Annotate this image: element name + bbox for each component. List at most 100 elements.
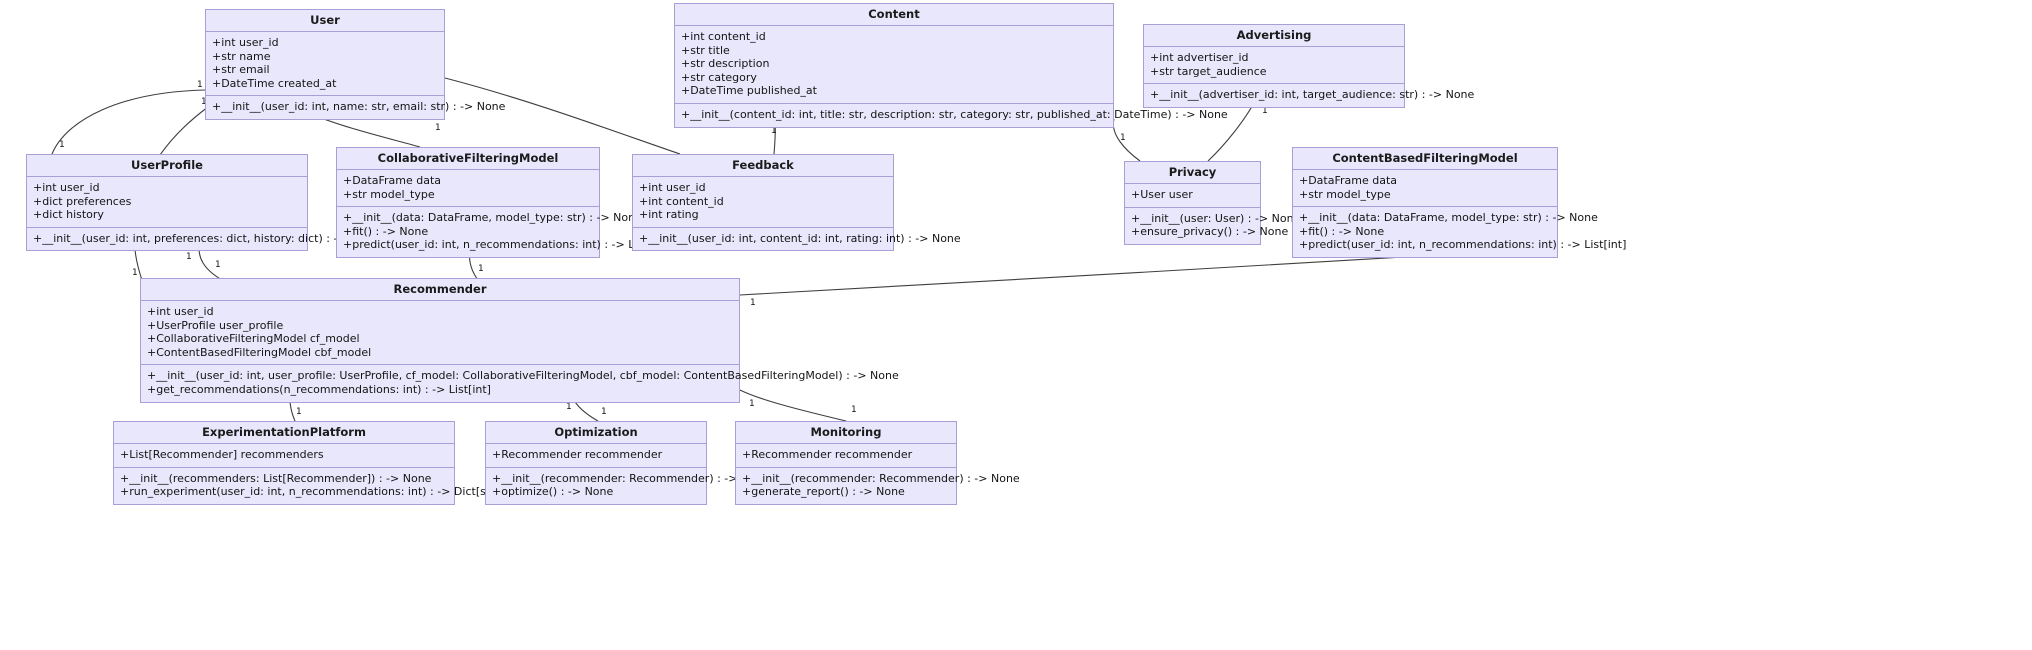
uml-operation-row: +__init__(recommenders: List[Recommender…: [120, 471, 432, 485]
uml-operation-row: +fit() : -> None: [343, 224, 429, 238]
uml-operation-row: +__init__(content_id: int, title: str, d…: [681, 107, 1228, 121]
uml-operation-row: +__init__(user_id: int, user_profile: Us…: [147, 369, 899, 383]
multiplicity-label: 1: [59, 140, 65, 150]
multiplicity-label: 1: [186, 252, 192, 262]
uml-attribute-row: +str email: [212, 63, 270, 77]
uml-operation-row: +ensure_privacy() : -> None: [1131, 225, 1289, 239]
uml-attribute-row: +str description: [681, 57, 770, 71]
uml-class-advertising[interactable]: Advertising+int advertiser_id+str target…: [1143, 24, 1475, 108]
uml-attribute-row: +ContentBasedFilteringModel cbf_model: [147, 345, 372, 359]
uml-class-userprofile[interactable]: UserProfile+int user_id+dict preferences…: [26, 154, 379, 252]
uml-attribute-compartment: +int user_id+str name+str email+DateTime…: [206, 32, 444, 97]
uml-attribute-row: +User user: [1131, 188, 1193, 201]
uml-attribute-row: +int content_id: [681, 30, 766, 43]
uml-class-title: Optimization: [486, 422, 706, 444]
uml-attribute-row: +dict preferences: [33, 194, 132, 208]
multiplicity-label: 1: [851, 405, 857, 415]
uml-attribute-row: +str title: [681, 43, 730, 57]
uml-class-cfmodel[interactable]: CollaborativeFilteringModel +DataFrame da…: [336, 147, 671, 258]
multiplicity-label: 1: [435, 123, 441, 133]
uml-class-title: CollaborativeFilteringModel: [337, 148, 599, 170]
uml-attribute-row: +DateTime created_at: [212, 76, 337, 90]
uml-attribute-row: +int user_id: [33, 181, 100, 194]
uml-operation-row: +predict(user_id: int, n_recommendations…: [1299, 238, 1627, 252]
multiplicity-label: 1: [132, 268, 138, 278]
uml-operation-row: +__init__(advertiser_id: int, target_aud…: [1150, 88, 1475, 102]
uml-attribute-row: +List[Recommender] recommenders: [120, 448, 324, 461]
multiplicity-label: 1: [750, 298, 756, 308]
uml-attribute-row: +str name: [212, 49, 271, 63]
uml-attribute-row: +CollaborativeFilteringModel cf_model: [147, 332, 360, 346]
uml-attribute-row: +int user_id: [147, 305, 214, 318]
uml-attribute-row: +DataFrame data: [343, 174, 442, 187]
uml-operation-row: +__init__(user: User) : -> None: [1131, 211, 1301, 225]
uml-operation-row: +generate_report() : -> None: [742, 485, 905, 499]
uml-attribute-row: +int user_id: [639, 181, 706, 194]
uml-attribute-row: +str model_type: [343, 187, 435, 201]
uml-attribute-row: +str target_audience: [1150, 64, 1267, 78]
uml-operation-compartment: +__init__(recommenders: List[Recommender…: [114, 468, 549, 504]
uml-attribute-compartment: +Recommender recommender: [486, 444, 706, 468]
uml-operation-compartment: +__init__(user_id: int, user_profile: Us…: [141, 365, 899, 401]
uml-attribute-compartment: +int content_id+str title+str descriptio…: [675, 26, 1113, 104]
uml-attribute-compartment: +int advertiser_id+str target_audience: [1144, 47, 1404, 85]
uml-operation-compartment: +__init__(recommender: Recommender) : ->…: [736, 468, 1020, 504]
uml-class-content[interactable]: Content+int content_id+str title+str des…: [674, 3, 1228, 128]
uml-class-optimization[interactable]: Optimization +Recommender recommender +__i…: [485, 421, 770, 505]
association-line: [1112, 118, 1141, 162]
uml-operation-row: +__init__(user_id: int, name: str, email…: [212, 100, 506, 114]
uml-operation-compartment: +__init__(content_id: int, title: str, d…: [675, 104, 1228, 127]
uml-operation-row: +optimize() : -> None: [492, 485, 614, 499]
association-line: [51, 89, 206, 155]
multiplicity-label: 1: [215, 260, 221, 270]
uml-operation-row: +get_recommendations(n_recommendations: …: [147, 382, 491, 396]
uml-attribute-row: +Recommender recommender: [492, 448, 663, 461]
uml-operation-row: +__init__(data: DataFrame, model_type: s…: [1299, 211, 1598, 225]
uml-operation-compartment: +__init__(user_id: int, content_id: int,…: [633, 228, 961, 251]
uml-operation-row: +run_experiment(user_id: int, n_recommen…: [120, 485, 549, 499]
uml-operation-compartment: +__init__(data: DataFrame, model_type: s…: [1293, 207, 1627, 257]
association-line: [444, 77, 681, 155]
multiplicity-label: 1: [566, 402, 572, 412]
uml-class-feedback[interactable]: Feedback+int user_id+int content_id+int …: [632, 154, 961, 252]
multiplicity-label: 1: [1120, 133, 1126, 143]
uml-class-monitoring[interactable]: Monitoring +Recommender recommender +__ini…: [735, 421, 1020, 505]
uml-attribute-compartment: +Recommender recommender: [736, 444, 956, 468]
uml-attribute-row: +str category: [681, 70, 757, 84]
uml-attribute-compartment: +DataFrame data+str model_type: [1293, 170, 1557, 208]
uml-attribute-compartment: +int user_id+dict preferences+dict histo…: [27, 177, 307, 228]
uml-operation-compartment: +__init__(data: DataFrame, model_type: s…: [337, 207, 671, 257]
uml-attribute-row: +int rating: [639, 208, 699, 222]
uml-class-title: ContentBasedFilteringModel: [1293, 148, 1557, 170]
uml-attribute-row: +Recommender recommender: [742, 448, 913, 461]
uml-class-recommender[interactable]: Recommender+int user_id+UserProfile user…: [140, 278, 899, 403]
uml-class-title: Content: [675, 4, 1113, 26]
association-line: [739, 389, 847, 422]
uml-class-privacy[interactable]: Privacy+User user+__init__(user: User) :…: [1124, 161, 1301, 245]
multiplicity-label: 1: [749, 399, 755, 409]
uml-attribute-compartment: +int user_id+UserProfile user_profile+Co…: [141, 301, 739, 366]
uml-operation-compartment: +__init__(user: User) : -> None+ensure_p…: [1125, 208, 1301, 244]
uml-attribute-row: +str model_type: [1299, 187, 1391, 201]
uml-operation-compartment: +__init__(user_id: int, name: str, email…: [206, 96, 506, 119]
uml-operation-compartment: +__init__(user_id: int, preferences: dic…: [27, 228, 379, 251]
uml-class-cbfmodel[interactable]: ContentBasedFilteringModel+DataFrame dat…: [1292, 147, 1627, 258]
uml-operation-row: +__init__(user_id: int, preferences: dic…: [33, 231, 379, 245]
uml-attribute-compartment: +int user_id+int content_id+int rating: [633, 177, 893, 228]
multiplicity-label: 1: [296, 407, 302, 417]
uml-class-experimentation[interactable]: ExperimentationPlatform+List[Recommender…: [113, 421, 549, 505]
uml-operation-row: +__init__(recommender: Recommender) : ->…: [492, 471, 770, 485]
uml-attribute-row: +int advertiser_id: [1150, 51, 1249, 64]
uml-class-title: Monitoring: [736, 422, 956, 444]
uml-class-title: Feedback: [633, 155, 893, 177]
uml-attribute-row: +int content_id: [639, 194, 724, 208]
uml-class-user[interactable]: User+int user_id+str name+str email+Date…: [205, 9, 506, 120]
uml-attribute-row: +UserProfile user_profile: [147, 318, 284, 332]
uml-operation-row: +predict(user_id: int, n_recommendations…: [343, 238, 671, 252]
uml-operation-row: +__init__(data: DataFrame, model_type: s…: [343, 211, 642, 225]
uml-class-title: User: [206, 10, 444, 32]
uml-attribute-row: +int user_id: [212, 36, 279, 49]
uml-operation-row: +__init__(recommender: Recommender) : ->…: [742, 471, 1020, 485]
multiplicity-label: 1: [601, 407, 607, 417]
